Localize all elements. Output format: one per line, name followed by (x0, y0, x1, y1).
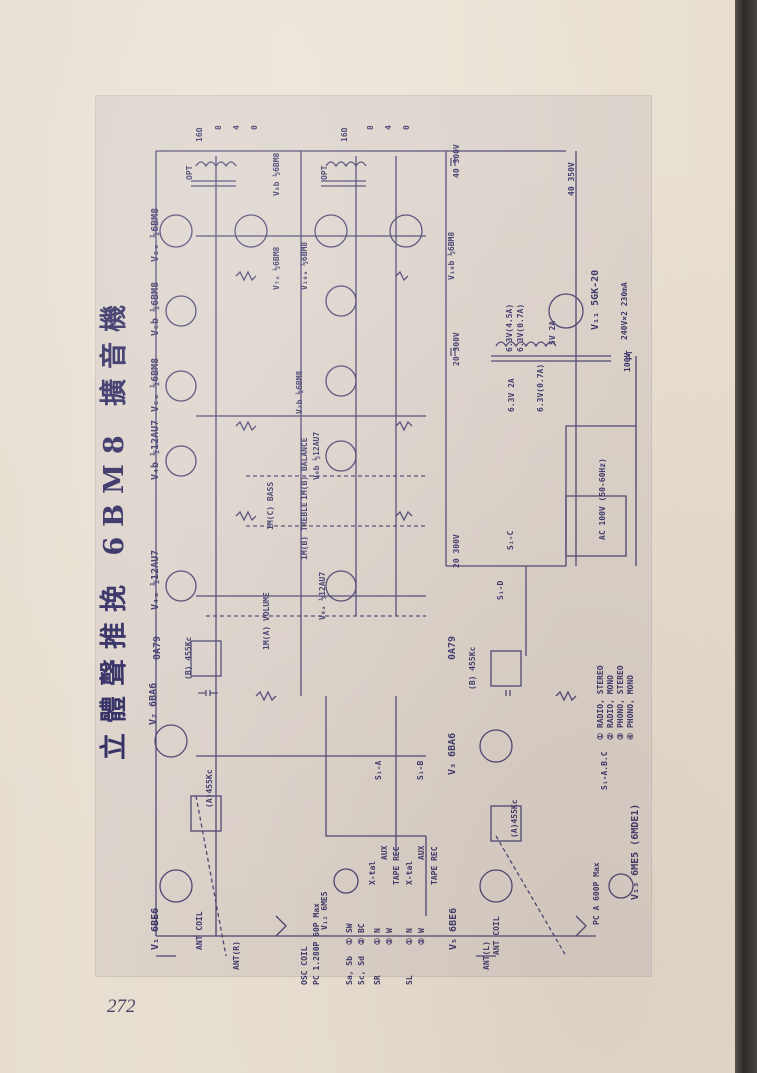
switch-legend-4: ④ PHONO, MONO (626, 675, 635, 740)
band-legend-sw-2: Sc, Sd (357, 956, 366, 985)
opt-left-label: OPT (185, 165, 194, 180)
volume-control-label: 1M(A) VOLUME (262, 592, 271, 650)
input-tape-2: TAPE REC (430, 846, 439, 885)
input-aux-1: AUX (380, 845, 389, 860)
heater-2-label: 6.3V(0.7A) (516, 303, 525, 352)
cap-c2-label: 40 350V (567, 162, 576, 196)
band-legend-sw-1: Sa, Sb (345, 956, 354, 985)
cap-c3-label: 20 300V (452, 332, 461, 366)
line-voltage-label: 100V (623, 352, 632, 372)
heater-4-label: 6.3V(0.7A) (536, 363, 545, 412)
if-a-left-label: (A)455Kc (205, 769, 214, 808)
speaker-tap-0-left: 0 (250, 125, 259, 130)
speaker-tap-8-right: 8 (366, 125, 375, 130)
switch-s1a-label: S₁-A (374, 760, 383, 780)
pc-left-label: PC 1.280P 60P Max (312, 903, 321, 985)
switch-s1b-label: S₁-B (416, 760, 425, 780)
switch-s1d-label: S₁-D (496, 580, 505, 600)
if-b-right-label: (B) 455Kc (468, 646, 477, 690)
tube-label-v12: V₁₂ 6ME5 (320, 891, 329, 930)
tube-label-v5: V₅ 6BE6 (448, 907, 459, 950)
ant-coil-left-label: ANT COIL (195, 911, 204, 950)
book-spine (735, 0, 757, 1073)
cap-c1-label: 40 300V (452, 144, 461, 178)
input-xtal-2: X-tal (405, 860, 414, 885)
speaker-tap-4-right: 4 (384, 125, 393, 130)
tube-label-v7a: V₇ₐ ½6BM8 (272, 246, 281, 290)
tube-label-v10b: V₁₀b ½6BM8 (447, 231, 456, 280)
ant-coil-right-label: ANT COIL (492, 916, 501, 955)
band-legend-pos-1: ① SW (345, 923, 354, 945)
page-title: 立體聲推挽 6BM8 擴音機 (99, 294, 130, 760)
page-number: 272 (107, 996, 136, 1017)
tube-label-v8a: V₈ₐ ½6BM8 (150, 207, 161, 262)
band-legend-sw-3: SR (373, 975, 382, 985)
ht-winding-label: 240V×2 230mA (620, 282, 629, 340)
switch-legend-3: ③ PHONO, STEREO (616, 665, 625, 740)
band-legend-sw-5: SL (405, 975, 414, 985)
ant-r-label: ANT(R) (232, 941, 241, 970)
schematic-drawing (154, 150, 637, 957)
switch-legend-1: ① RADIO, STEREO (596, 665, 605, 740)
rectifier-heater-label: 5V 2A (548, 320, 557, 345)
balance-control-label: 1M(B) BALANCE (300, 437, 309, 500)
ant-l-label: ANT(L) (482, 941, 491, 970)
tube-label-v10a: V₁₀ₐ ½6BM8 (300, 241, 309, 290)
treble-control-label: 1M(B) TREBLE (300, 502, 309, 560)
tube-label-v9b: V₉b ½12AU7 (312, 431, 321, 480)
input-tape-1: TAPE REC (392, 846, 401, 885)
tube-label-v8b: V₈b ½6BM8 (272, 152, 281, 196)
speaker-tap-4-left: 4 (232, 125, 241, 130)
bass-control-label: 1M(C) BASS (266, 481, 275, 530)
band-legend-pos-6: ② W (417, 928, 426, 945)
speaker-tap-8-left: 8 (214, 125, 223, 130)
input-xtal-1: X-tal (368, 860, 377, 885)
heater-1-label: 6.3V(4.5A) (505, 303, 514, 352)
input-aux-2: AUX (417, 845, 426, 860)
diode-label-right: 0A79 (447, 635, 458, 660)
band-legend-pos-5: ① N (405, 928, 414, 945)
tube-label-v1: V₁ 6BE6 (150, 907, 161, 950)
schematic-panel (95, 95, 652, 977)
speaker-tap-16-left: 16Ω (195, 127, 204, 142)
heater-3-label: 6.3V 2A (507, 378, 516, 412)
if-b-left-label: (B) 455Kc (184, 636, 193, 680)
ac-input-label: AC 100V (50-60Hz) (598, 458, 607, 540)
book-page: 立體聲推挽 6BM8 擴音機 V₁ 6BE6 V₂ 6BA6 V₃ 6BA6 V… (0, 0, 735, 1073)
osc-coil-label: OSC COIL (300, 946, 309, 985)
band-legend-pos-2: ② BC (357, 923, 366, 945)
cap-c4-label: 20 300V (452, 534, 461, 568)
tube-label-v6b: V₆b ½6BM8 (150, 281, 161, 336)
tube-label-v4a: V₄ₐ ½12AU7 (150, 549, 161, 610)
tube-label-v2: V₂ 6BA6 (148, 682, 159, 725)
tube-label-v7b: V₇b ½6BM8 (295, 370, 304, 414)
switch-legend-ref: S₁-A.B.C (600, 751, 609, 790)
speaker-tap-0-right: 0 (402, 125, 411, 130)
speaker-tap-16-right: 16Ω (340, 127, 349, 142)
tube-label-v3: V₃ 6BA6 (447, 732, 458, 775)
switch-legend-2: ② RADIO, MONO (606, 675, 615, 740)
opt-right-label: OPT (320, 165, 329, 180)
tube-label-v11: V₁₁ 5GK-20 (590, 269, 601, 330)
pc-right-label: PC A 600P Max (592, 862, 601, 925)
tube-label-v6a: V₆ₐ ½6BM8 (150, 357, 161, 412)
if-a-right-label: (A)455Kc (510, 799, 519, 838)
band-legend-pos-3: ① N (373, 928, 382, 945)
tube-label-v13: V₁₃ 6ME5 (6MDE1) (630, 803, 641, 900)
tube-label-v4b: V₄b ½12AU7 (150, 419, 161, 480)
band-legend-pos-4: ② W (385, 928, 394, 945)
switch-s1c-label: S₁-C (506, 530, 515, 550)
diode-label-left: 0A79 (152, 635, 163, 660)
tube-label-v9a: V₉ₐ ½12AU7 (318, 571, 327, 620)
